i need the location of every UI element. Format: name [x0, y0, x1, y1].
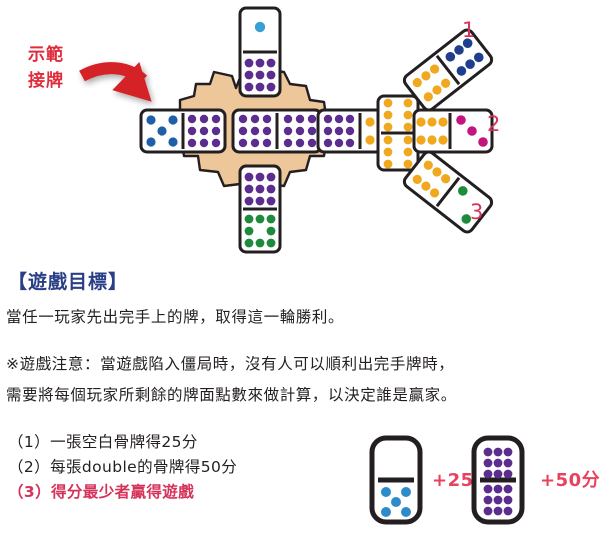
tile-branch-1[interactable]	[402, 28, 494, 113]
rule-3-number: （3）	[8, 483, 51, 501]
rule-item-3: （3）得分最少者贏得遊戲	[8, 480, 194, 502]
section-heading: 【遊戲目標】	[8, 271, 129, 293]
goal-paragraph: 當任一玩家先出完手上的牌，取得這一輪勝利。	[6, 308, 345, 326]
branch-label-1: 1	[462, 18, 476, 42]
rules-text-section: 【遊戲目標】 當任一玩家先出完手上的牌，取得這一輪勝利。 ※遊戲注意：當遊戲陷入…	[0, 258, 600, 541]
curved-arrow-icon	[79, 62, 152, 102]
rule-2-number: （2）	[8, 458, 51, 476]
score-label-50: +50分	[540, 470, 600, 491]
domino-layout-diagram: 示範 接牌 1 2 3	[0, 0, 600, 258]
rule-3-text: 得分最少者贏得遊戲	[51, 483, 195, 501]
tile-branch-2[interactable]	[412, 108, 494, 154]
demo-annotation-line1: 示範	[28, 45, 64, 65]
rule-1-text: 一張空白骨牌得25分	[50, 433, 198, 451]
note-paragraph-line1: ※遊戲注意：當遊戲陷入僵局時，沒有人可以順利出完手牌時，	[6, 355, 455, 373]
blank-five-tile	[368, 434, 424, 530]
branch-label-2: 2	[487, 112, 501, 136]
tile-top[interactable]	[238, 6, 282, 98]
double-nine-tile-svg	[471, 435, 525, 525]
rule-2-text: 每張double的骨牌得50分	[50, 458, 238, 476]
rule-item-2: （2）每張double的骨牌得50分	[8, 455, 237, 477]
tile-center[interactable]	[231, 108, 323, 154]
tile-left[interactable]	[139, 108, 227, 154]
diagram-svg	[79, 6, 494, 254]
tile-bottom[interactable]	[238, 164, 282, 254]
demo-annotation-line2: 接牌	[28, 71, 64, 92]
rule-item-1: （1）一張空白骨牌得25分	[8, 430, 198, 452]
rule-1-number: （1）	[8, 433, 51, 451]
demo-annotation: 示範 接牌	[28, 42, 64, 95]
note-paragraph-line2: 需要將每個玩家所剩餘的牌面點數來做計算，以決定誰是贏家。	[6, 386, 457, 404]
tile-junction[interactable]	[376, 94, 420, 172]
blank-five-tile-svg	[369, 435, 423, 525]
branch-label-3: 3	[470, 200, 484, 224]
double-nine-tile	[470, 434, 526, 530]
tile-branch-3[interactable]	[402, 150, 494, 235]
